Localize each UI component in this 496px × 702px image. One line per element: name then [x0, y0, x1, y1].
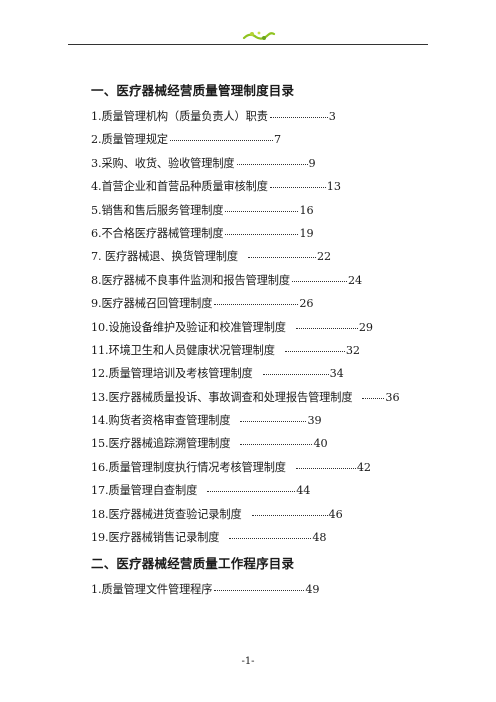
toc-entry-page: 48 [312, 531, 327, 545]
toc-dot-leader [207, 491, 296, 493]
toc-entry[interactable]: 15.医疗器械追踪溯管理制度 40 [91, 432, 431, 455]
toc-dot-leader [214, 304, 299, 306]
toc-entry-page: 42 [356, 460, 371, 474]
toc-entry-page: 26 [299, 297, 314, 311]
toc-entry-page: 13 [326, 180, 341, 194]
toc-entry-page: 34 [329, 367, 344, 381]
toc-entry[interactable]: 13.医疗器械质量投诉、事故调查和处理报告管理制度 36 [91, 386, 431, 409]
toc-entry[interactable]: 3.采购、收货、验收管理制度 9 [91, 152, 431, 175]
toc-entry[interactable]: 19.医疗器械销售记录制度 48 [91, 526, 431, 549]
toc-dot-leader [170, 140, 273, 142]
toc-entry[interactable]: 1.质量管理文件管理程序 49 [91, 578, 431, 601]
toc-entry[interactable]: 5.销售和售后服务管理制度 16 [91, 199, 431, 222]
toc-entry-title: 4.首营企业和首营品种质量审核制度 [91, 180, 268, 194]
toc-entry-title: 2.质量管理规定 [91, 133, 168, 147]
toc-list-management-rules: 1.质量管理机构（质量负责人）职责 3 2.质量管理规定 7 3.采购、收货、验收管… [91, 105, 431, 549]
toc-entry[interactable]: 2.质量管理规定 7 [91, 128, 431, 151]
toc-entry-title: 3.采购、收货、验收管理制度 [91, 156, 235, 170]
toc-entry-page: 29 [358, 320, 373, 334]
toc-entry[interactable]: 11.环境卫生和人员健康状况管理制度 32 [91, 339, 431, 362]
toc-entry[interactable]: 9.医疗器械召回管理制度 26 [91, 292, 431, 315]
toc-entry-page: 49 [305, 583, 320, 597]
toc-entry-title: 10.设施设备维护及验证和校准管理制度 [91, 320, 286, 334]
toc-entry[interactable]: 8.医疗器械不良事件监测和报告管理制度 24 [91, 269, 431, 292]
toc-entry-title: 1.质量管理机构（质量负责人）职责 [91, 110, 268, 123]
toc-dot-leader [225, 233, 299, 235]
toc-entry-page: 3 [328, 110, 336, 123]
toc-dot-leader [251, 514, 328, 516]
toc-entry-page: 40 [313, 437, 328, 451]
toc-entry-title: 5.销售和售后服务管理制度 [91, 203, 224, 217]
toc-content: 一、医疗器械经营质量管理制度目录 1.质量管理机构（质量负责人）职责 3 2.质量… [91, 80, 431, 602]
toc-entry-page: 7 [274, 133, 282, 147]
toc-entry[interactable]: 4.首营企业和首营品种质量审核制度 13 [91, 175, 431, 198]
toc-dot-leader [362, 397, 385, 399]
toc-entry-page: 24 [347, 273, 363, 287]
toc-entry-title: 12.质量管理培训及考核管理制度 [91, 367, 253, 381]
toc-entry-title: 14.购货者资格审查管理制度 [91, 414, 231, 428]
toc-dot-leader [295, 327, 358, 329]
toc-entry-title: 7. 医疗器械退、换货管理制度 [91, 250, 238, 264]
toc-dot-leader [225, 210, 299, 212]
toc-entry[interactable]: 10.设施设备维护及验证和校准管理制度 29 [91, 316, 431, 339]
toc-entry[interactable]: 1.质量管理机构（质量负责人）职责 3 [91, 105, 431, 128]
toc-entry[interactable]: 18.医疗器械进货查验记录制度 46 [91, 503, 431, 526]
toc-entry-page: 19 [299, 226, 314, 240]
toc-dot-leader [269, 187, 326, 189]
toc-entry-title: 8.医疗器械不良事件监测和报告管理制度 [91, 273, 290, 287]
toc-entry-title: 9.医疗器械召回管理制度 [91, 297, 213, 311]
toc-entry-page: 36 [385, 390, 400, 404]
toc-entry-page: 32 [345, 343, 360, 357]
toc-entry-page: 44 [296, 484, 311, 498]
toc-dot-leader [214, 590, 305, 592]
toc-entry-page: 16 [299, 203, 314, 217]
toc-dot-leader [236, 163, 308, 165]
toc-entry-page: 39 [307, 414, 322, 428]
toc-entry[interactable]: 14.购货者资格审查管理制度 39 [91, 409, 431, 432]
toc-dot-leader [262, 374, 329, 376]
toc-entry-title: 16.质量管理制度执行情况考核管理制度 [91, 460, 286, 474]
toc-entry-page: 9 [308, 156, 316, 170]
section-heading-procedures: 二、医疗器械经营质量工作程序目录 [91, 556, 295, 572]
toc-entry-title: 17.质量管理自查制度 [91, 484, 198, 498]
toc-dot-leader [247, 257, 316, 259]
toc-entry-page: 22 [316, 250, 332, 264]
toc-entry[interactable]: 7. 医疗器械退、换货管理制度 22 [91, 245, 431, 268]
toc-dot-leader [240, 444, 313, 446]
toc-entry-title: 1.质量管理文件管理程序 [91, 583, 213, 597]
header-rule [68, 44, 428, 45]
section-heading-management-rules: 一、医疗器械经营质量管理制度目录 [91, 83, 295, 98]
toc-entry-title: 6.不合格医疗器械管理制度 [91, 226, 224, 240]
toc-dot-leader [284, 350, 345, 352]
toc-dot-leader [291, 280, 347, 282]
toc-entry-title: 11.环境卫生和人员健康状况管理制度 [91, 343, 275, 357]
toc-dot-leader [229, 538, 312, 540]
toc-entry-title: 18.医疗器械进货查验记录制度 [91, 507, 242, 521]
toc-entry-page: 46 [328, 507, 343, 521]
toc-entry[interactable]: 12.质量管理培训及考核管理制度 34 [91, 362, 431, 385]
toc-dot-leader [295, 467, 356, 469]
decorative-green-logo-icon [242, 31, 276, 40]
toc-entry-title: 19.医疗器械销售记录制度 [91, 531, 220, 545]
toc-entry-title: 15.医疗器械追踪溯管理制度 [91, 437, 231, 451]
page-number: -1- [241, 656, 255, 667]
toc-list-procedures: 1.质量管理文件管理程序 49 [91, 578, 431, 601]
toc-dot-leader [269, 117, 328, 118]
toc-entry-title: 13.医疗器械质量投诉、事故调查和处理报告管理制度 [91, 390, 353, 404]
toc-entry[interactable]: 16.质量管理制度执行情况考核管理制度 42 [91, 456, 431, 479]
toc-entry[interactable]: 6.不合格医疗器械管理制度 19 [91, 222, 431, 245]
toc-entry[interactable]: 17.质量管理自查制度 44 [91, 479, 431, 502]
toc-dot-leader [240, 421, 307, 423]
